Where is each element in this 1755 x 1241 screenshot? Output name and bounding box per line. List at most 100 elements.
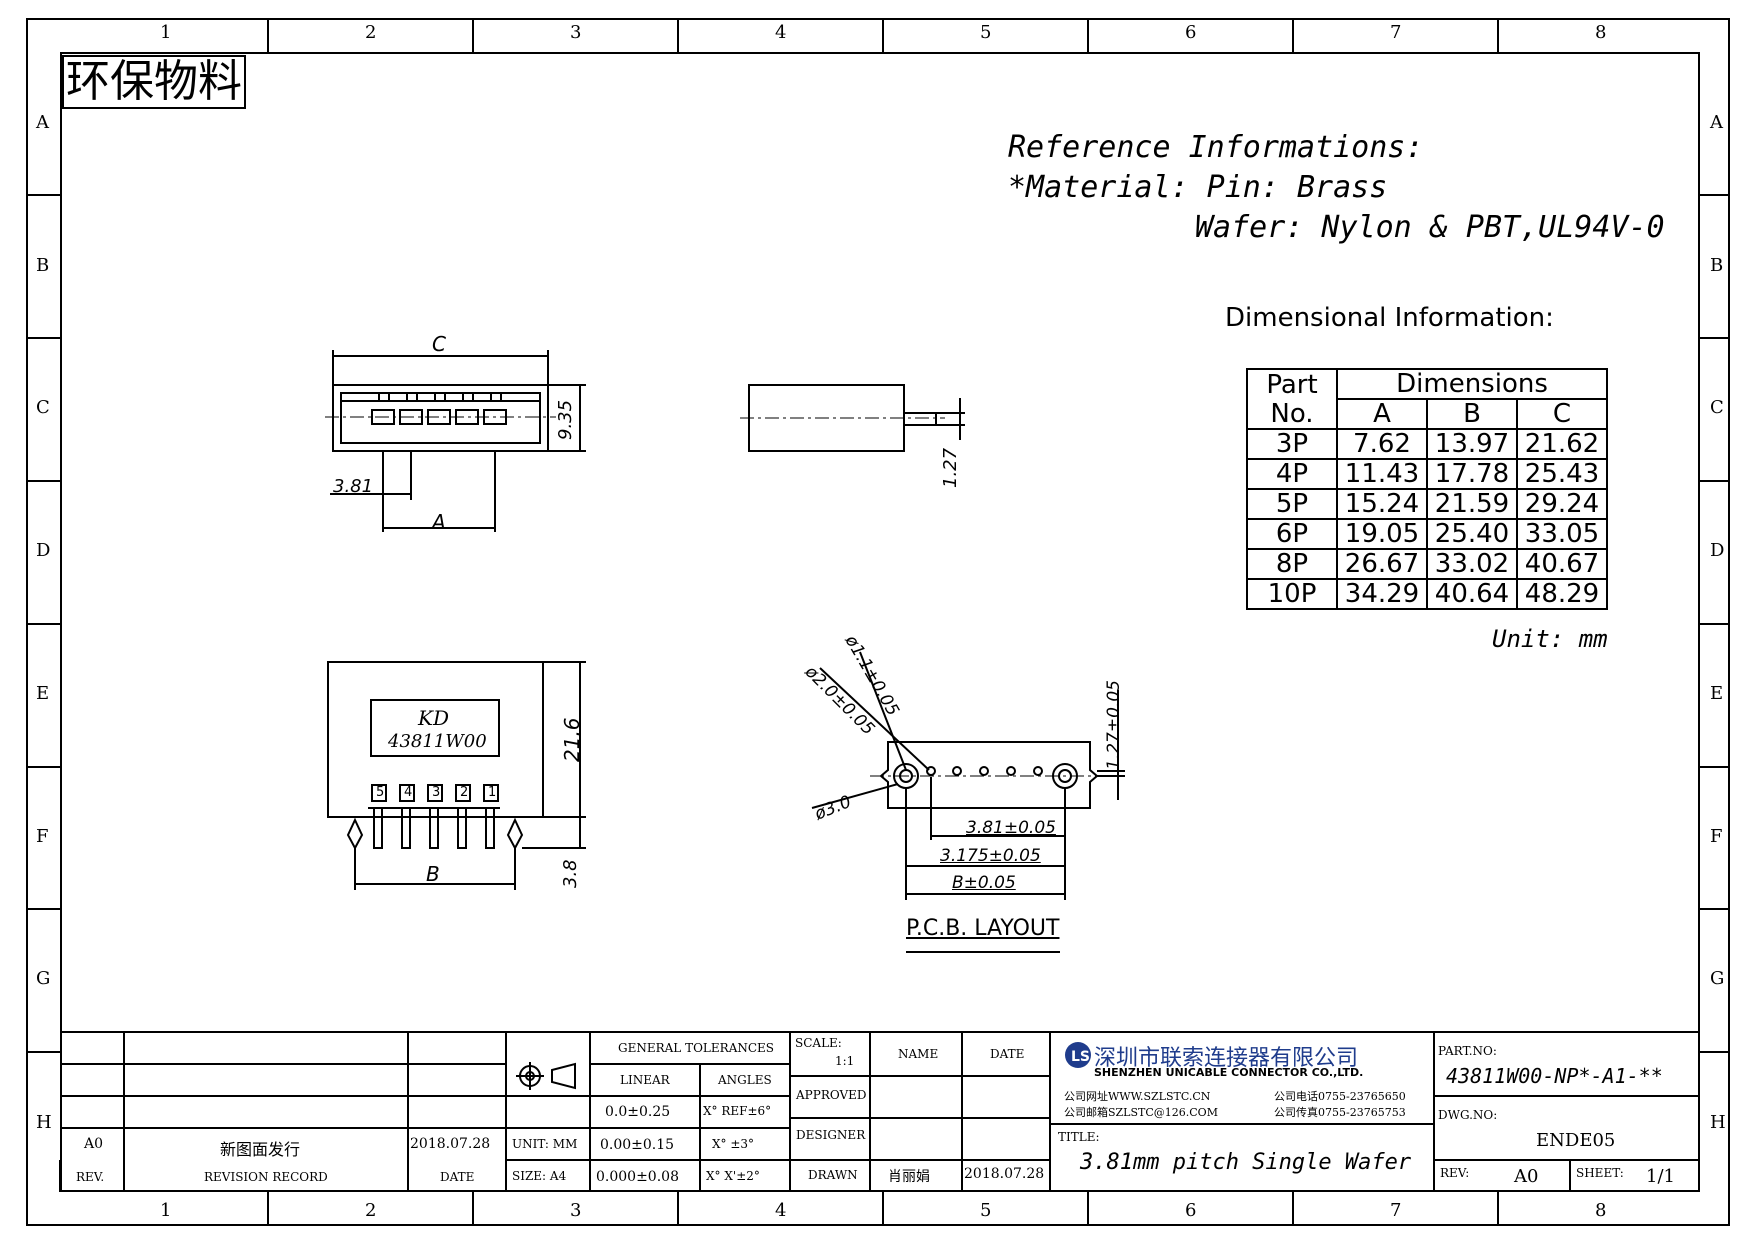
projection-symbol (516, 1062, 576, 1090)
grid-col-1-bottom: 1 (160, 1200, 172, 1221)
label-kd: KD (418, 706, 449, 730)
top-view (325, 350, 586, 532)
label-1-27-tol: 1.27±0.05 (1104, 680, 1124, 770)
date-col-header: DATE (440, 1170, 475, 1184)
scale-label: SCALE: (795, 1036, 842, 1050)
cell-b: 13.97 (1426, 428, 1518, 460)
dwg-no-value: ENDE05 (1536, 1130, 1616, 1151)
designer-label: DESIGNER (796, 1128, 866, 1142)
cell-a: 19.05 (1336, 518, 1428, 550)
cell-a: 11.43 (1336, 458, 1428, 490)
grid-row-h: H (36, 1112, 52, 1133)
unit-label: UNIT: MM (512, 1137, 578, 1151)
cell-part: 5P (1246, 488, 1338, 520)
label-3-81-tol: 3.81±0.05 (966, 818, 1056, 838)
cell-b: 25.40 (1426, 518, 1518, 550)
linear-tol-2: 0.00±0.15 (600, 1137, 675, 1153)
date-header: DATE (990, 1047, 1025, 1061)
company-phone: 公司电话0755-23765650 (1274, 1090, 1406, 1103)
grid-col-3-bottom: 3 (570, 1200, 582, 1221)
title-block-lines (59, 1031, 1700, 1192)
cell-a: 34.29 (1336, 578, 1428, 610)
grid-col-4-bottom: 4 (775, 1200, 787, 1221)
dwg-no-label: DWG.NO: (1438, 1108, 1498, 1122)
cell-part: 4P (1246, 458, 1338, 490)
drawn-name: 肖丽娟 (888, 1169, 930, 1185)
title-label: TITLE: (1058, 1130, 1100, 1144)
company-name-cn: 深圳市联索连接器有限公司 (1094, 1046, 1359, 1071)
grid-col-6-bottom: 6 (1185, 1200, 1197, 1221)
part-no-label: PART.NO: (1438, 1044, 1497, 1058)
table-col-a: A (1336, 398, 1428, 430)
cell-a: 15.24 (1336, 488, 1428, 520)
size-label: SIZE: A4 (512, 1169, 567, 1183)
cell-a: 7.62 (1336, 428, 1428, 460)
grid-row-e-right: E (1710, 683, 1724, 704)
grid-ticks (26, 18, 1730, 1226)
grid-col-5: 5 (980, 22, 992, 43)
grid-row-d: D (36, 540, 51, 561)
sheet-value: 1/1 (1646, 1166, 1675, 1187)
label-1-27: 1.27 (940, 447, 961, 488)
name-header: NAME (898, 1047, 939, 1061)
cell-c: 48.29 (1516, 578, 1608, 610)
grid-col-7-bottom: 7 (1390, 1200, 1402, 1221)
company-name-en: SHENZHEN UNICABLE CONNECTOR CO.,LTD. (1094, 1066, 1364, 1079)
grid-row-c-right: C (1710, 397, 1724, 418)
grid-col-1: 1 (160, 22, 172, 43)
grid-row-f-right: F (1710, 826, 1723, 847)
angle-tol-1: X° REF±6° (703, 1104, 772, 1118)
cell-c: 21.62 (1516, 428, 1608, 460)
grid-row-a: A (36, 112, 49, 133)
table-header-dimensions: Dimensions (1336, 368, 1608, 400)
label-c: C (432, 332, 446, 356)
grid-col-2-bottom: 2 (365, 1200, 377, 1221)
rev-value: A0 (1514, 1166, 1539, 1187)
grid-row-g: G (36, 968, 51, 989)
company-logo-icon: LS (1065, 1042, 1091, 1068)
grid-row-e: E (36, 683, 50, 704)
cell-b: 33.02 (1426, 548, 1518, 580)
label-3-175-tol: 3.175±0.05 (940, 846, 1041, 866)
cell-part: 8P (1246, 548, 1338, 580)
cell-c: 25.43 (1516, 458, 1608, 490)
table-header-no: No. (1246, 399, 1338, 430)
linear-label: LINEAR (620, 1073, 670, 1087)
grid-col-6: 6 (1185, 22, 1197, 43)
approved-label: APPROVED (796, 1088, 867, 1102)
cell-part: 6P (1246, 518, 1338, 550)
label-b-tol: B±0.05 (952, 873, 1016, 893)
drawn-date: 2018.07.28 (964, 1166, 1045, 1182)
label-3-81: 3.81 (333, 476, 374, 497)
grid-col-4: 4 (775, 22, 787, 43)
reference-title: Reference Informations: (1008, 130, 1424, 165)
cell-c: 33.05 (1516, 518, 1608, 550)
grid-col-5-bottom: 5 (980, 1200, 992, 1221)
cell-part: 3P (1246, 428, 1338, 460)
pin-5: 5 (376, 785, 385, 800)
part-no-value: 43811W00-NP*-A1-** (1446, 1064, 1663, 1088)
grid-row-b: B (36, 255, 50, 276)
grid-row-f: F (36, 826, 49, 847)
company-fax: 公司传真0755-23765753 (1274, 1106, 1406, 1119)
material-wafer: Wafer: Nylon & PBT,UL94V-0 (1195, 210, 1665, 245)
table-col-c: C (1516, 398, 1608, 430)
rev-header: REV. (76, 1170, 105, 1184)
svg-text:LS: LS (1071, 1049, 1090, 1065)
angles-label: ANGLES (718, 1073, 772, 1087)
cell-a: 26.67 (1336, 548, 1428, 580)
side-view (740, 384, 965, 452)
eco-material-stamp: 环保物料 (62, 55, 246, 109)
label-21-6: 21.6 (560, 717, 584, 762)
grid-row-g-right: G (1710, 968, 1725, 989)
grid-row-b-right: B (1710, 255, 1724, 276)
drawing-title: 3.81mm pitch Single Wafer (1080, 1150, 1412, 1175)
revision-date-entry: 2018.07.28 (410, 1136, 491, 1152)
